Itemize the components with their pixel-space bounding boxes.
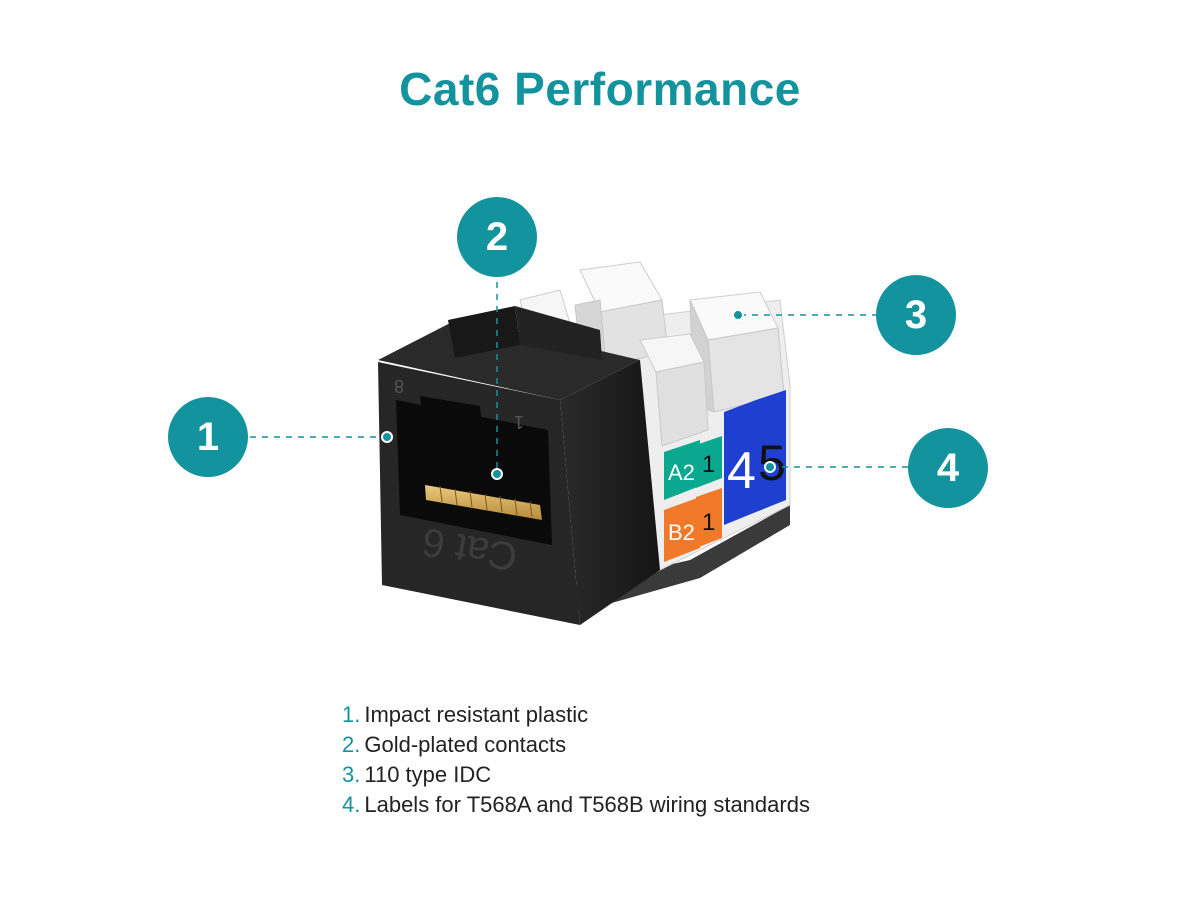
jack-housing: 8 1 Cat 6 [378,306,660,625]
legend-number: 1. [342,702,361,727]
callout-number: 4 [936,445,960,490]
legend-text: Gold-plated contacts [364,732,567,757]
leader-dot-1 [381,431,393,443]
legend-text: 110 type IDC [364,762,492,787]
legend-item: 2.Gold-plated contacts [342,730,810,760]
leader-dot-4 [764,461,776,473]
leader-dots [381,309,776,480]
label-a-num-bg [696,436,722,488]
callout-3: 3 [876,275,956,355]
label-a-num-text: 1 [702,451,715,478]
label-blue-left-text: 4 [727,442,756,500]
idc-tower [639,333,709,447]
legend-text: Labels for T568A and T568B wiring standa… [364,792,810,817]
label-a-pair-text: A2 [668,460,695,485]
label-a-green [664,440,700,500]
pin-mark-1: 1 [514,412,524,432]
feature-legend: 1.Impact resistant plastic 2.Gold-plated… [342,700,810,820]
label-b-num-text: 1 [702,509,715,536]
legend-item: 3.110 type IDC [342,760,810,790]
pin-mark-8: 8 [394,376,404,396]
wiring-labels: A2 1 B2 1 4 5 [664,390,786,562]
label-blue-left [724,400,756,525]
legend-number: 2. [342,732,361,757]
callout-4: 4 [908,428,988,508]
label-b-pair-text: B2 [668,520,695,545]
gold-contacts [425,485,542,520]
callout-2: 2 [457,197,537,277]
legend-number: 3. [342,762,361,787]
legend-item: 4.Labels for T568A and T568B wiring stan… [342,790,810,820]
label-blue-right [756,390,786,512]
label-b-orange [664,497,700,562]
callout-number: 2 [485,214,509,259]
legend-item: 1.Impact resistant plastic [342,700,810,730]
idc-block [519,261,791,576]
callout-number: 1 [196,414,220,459]
label-b-num-bg [696,488,722,548]
leader-dot-3 [732,309,744,321]
leader-lines [250,282,908,472]
legend-number: 4. [342,792,361,817]
latch [448,306,520,358]
legend-text: Impact resistant plastic [364,702,589,727]
callout-1: 1 [168,397,248,477]
callout-number: 3 [904,292,928,337]
leader-dot-2 [491,468,503,480]
page-title: Cat6 Performance [399,63,801,115]
